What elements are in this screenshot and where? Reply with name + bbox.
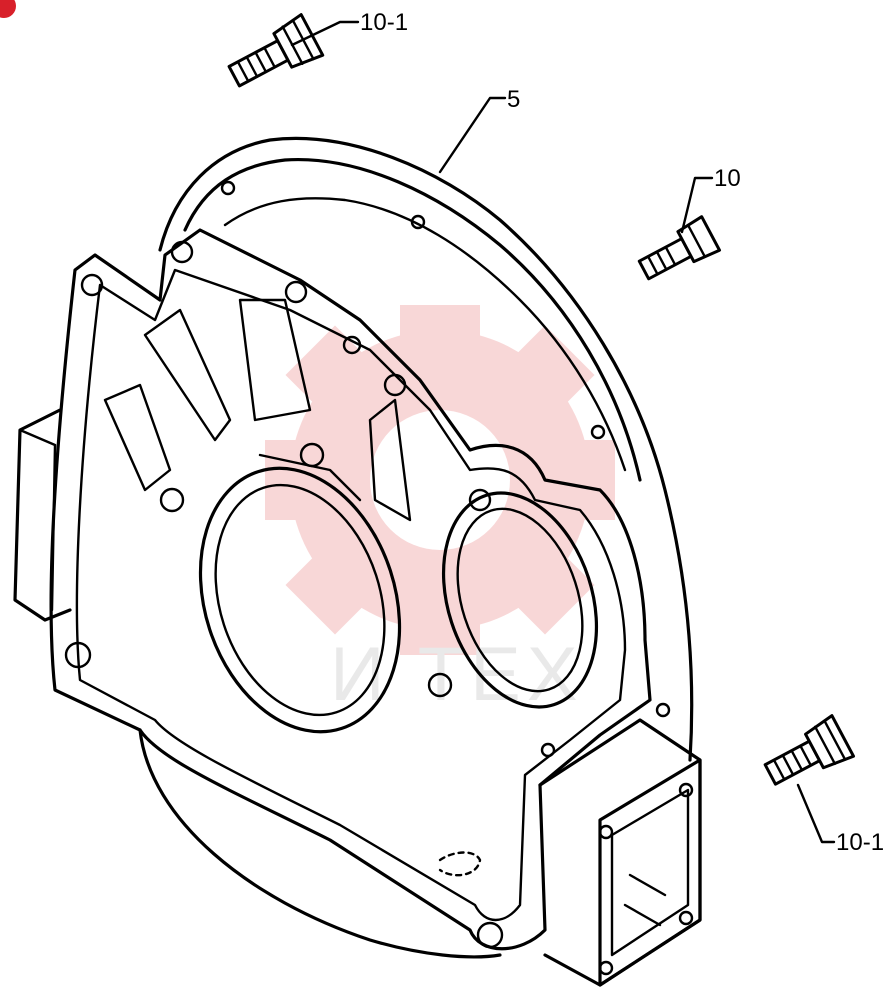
bolt-hole <box>427 672 453 698</box>
watermark-text: И ТЕХ <box>330 632 584 717</box>
bolt-hole <box>220 180 236 196</box>
watermark: И ТЕХ <box>265 305 615 717</box>
gear-hole <box>370 410 510 550</box>
corner-badge-icon <box>0 0 16 18</box>
flywheel-housing <box>13 136 702 987</box>
bolt-thread <box>772 744 812 781</box>
leader-right-bolt <box>680 176 714 234</box>
large-bore-inner <box>214 483 386 717</box>
housing-outer-rim <box>158 136 694 762</box>
leader-housing <box>438 96 507 174</box>
bolt-hole <box>590 424 606 440</box>
bolt-hole <box>64 641 92 669</box>
small-bore-outer <box>441 491 599 709</box>
large-bore-outer <box>198 466 402 734</box>
bolt-hole <box>598 960 614 976</box>
bolt-hole <box>678 910 694 926</box>
bolt-hole <box>598 824 614 840</box>
bolt-hole <box>476 921 504 949</box>
rib-1 <box>143 308 232 442</box>
bolt-hole <box>284 280 308 304</box>
leader-top-bolt <box>290 20 360 47</box>
bolt-right <box>637 215 722 281</box>
bolt-hole <box>80 273 104 297</box>
bolt-head-facets <box>813 719 847 766</box>
bolt-hole <box>655 702 671 718</box>
bolt-hole <box>383 373 407 397</box>
bolt-head-facets <box>686 223 707 259</box>
starter-mount-box <box>538 718 702 987</box>
lower-skirt <box>138 728 502 959</box>
starter-mount-face <box>598 758 702 987</box>
callout-top-bolt: 10-1 <box>360 9 408 36</box>
inspection-mark <box>438 851 482 877</box>
bolt-hole <box>468 488 492 512</box>
callout-right-bolt: 10 <box>714 165 741 192</box>
leader-bottom-bolt <box>796 783 836 844</box>
housing-flange-line <box>223 197 627 472</box>
bolt-hole <box>410 214 426 230</box>
bolt-hole <box>170 240 194 264</box>
front-plate-inner <box>75 268 627 922</box>
rib-2 <box>103 383 172 492</box>
callout-bottom-bolt: 10-1 <box>836 829 884 856</box>
left-box-inner <box>18 428 57 612</box>
bolt-hole <box>342 335 362 355</box>
starter-mount-inner <box>610 788 690 957</box>
bolt-hole <box>678 782 694 798</box>
rib-5 <box>258 453 362 502</box>
small-bore-inner <box>456 507 584 693</box>
bolt-hole <box>299 442 325 468</box>
bolt-hole <box>540 742 556 758</box>
bolt-thread <box>236 46 276 83</box>
bolt-bottom <box>763 714 856 786</box>
front-plate-outline <box>49 228 652 951</box>
bolt-holes <box>64 180 671 949</box>
callout-housing: 5 <box>507 86 520 113</box>
rib-3 <box>238 298 312 422</box>
gear-watermark-icon <box>265 305 615 655</box>
bolt-hole <box>159 487 185 513</box>
rib-4 <box>368 398 412 522</box>
bolt-thread <box>646 245 677 276</box>
starter-hatch-line <box>623 873 667 927</box>
bolt-top <box>227 13 325 88</box>
housing-inner-rim <box>183 157 642 482</box>
left-box <box>13 408 72 622</box>
